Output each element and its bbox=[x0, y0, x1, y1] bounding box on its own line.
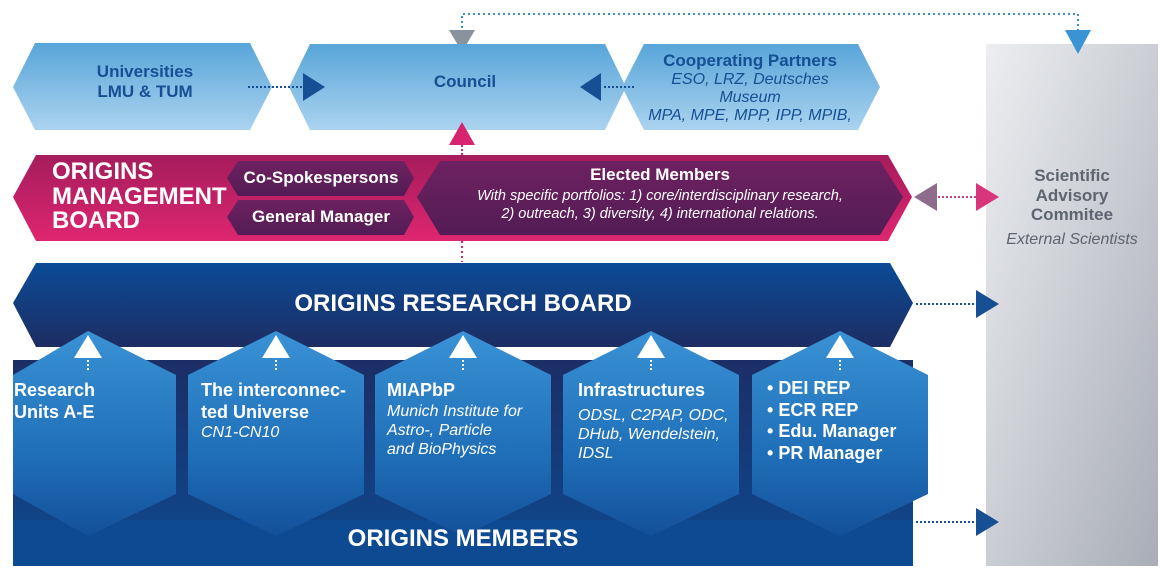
unit-hexagon bbox=[188, 331, 364, 536]
universities-subtitle: LMU & TUM bbox=[97, 81, 193, 101]
unit-hexagon bbox=[563, 331, 739, 536]
unit-hexagons bbox=[13, 331, 928, 536]
elected-members-shape bbox=[417, 161, 903, 235]
general-manager-label: General Manager bbox=[252, 207, 390, 226]
mgmt-title-line3: BOARD bbox=[52, 207, 140, 235]
members-advisory-arrow-icon bbox=[976, 508, 999, 536]
top-connector-line bbox=[461, 13, 1079, 30]
council-left-arrow-icon bbox=[303, 73, 325, 101]
unit-miapbp: MIAPbP Munich Institute for Astro-, Part… bbox=[387, 380, 522, 459]
up-arrow-icon bbox=[262, 335, 290, 358]
research-board-shape bbox=[13, 263, 913, 347]
council-title: Council bbox=[433, 72, 497, 91]
unit-representatives: • DEI REP • ECR REP • Edu. Manager • PR … bbox=[767, 378, 896, 464]
unit-infrastructures: Infrastructures ODSL, C2PAP, ODC, DHub, … bbox=[578, 380, 729, 463]
elected-members-line1: With specific portfolios: 1) core/interd… bbox=[477, 187, 843, 204]
advisory-title-line3: Commitee bbox=[1030, 205, 1114, 225]
general-manager-shape bbox=[227, 200, 414, 235]
bullet-item: • DEI REP bbox=[767, 378, 851, 398]
unit-hexagon bbox=[13, 331, 176, 536]
bullet-text: Edu. Manager bbox=[778, 421, 897, 442]
partners-title: Cooperating Partners bbox=[663, 51, 837, 70]
council-down-arrow-icon bbox=[449, 30, 475, 52]
up-arrow-icon bbox=[637, 335, 665, 358]
advisory-title-line2: Advisory bbox=[1035, 185, 1109, 205]
co-spokespersons-label: Co-Spokespersons bbox=[243, 168, 399, 187]
advisory-panel bbox=[986, 44, 1158, 566]
advisory-left-pointing-arrow-icon bbox=[976, 183, 999, 211]
unit-sub-line: Astro-, Particle bbox=[387, 421, 492, 439]
universities-label: Universities LMU & TUM bbox=[60, 62, 230, 101]
unit-title-line: Units A-E bbox=[14, 401, 95, 422]
bullet-text: DEI REP bbox=[778, 378, 851, 398]
co-spokespersons-shape bbox=[227, 161, 414, 196]
unit-sub-line: and BioPhysics bbox=[387, 440, 497, 458]
bullet-text: ECR REP bbox=[778, 399, 859, 420]
unit-sub-line: CN1-CN10 bbox=[201, 424, 280, 442]
unit-sub-line: DHub, Wendelstein, bbox=[578, 425, 720, 443]
partners-line2: MPA, MPE, MPP, IPP, MPIB, bbox=[648, 107, 852, 125]
members-title: ORIGINS MEMBERS bbox=[347, 525, 579, 552]
bullet-item: • PR Manager bbox=[767, 442, 883, 463]
council-label: Council bbox=[380, 72, 550, 92]
unit-title-line: ted Universe bbox=[201, 401, 310, 422]
up-arrow-icon bbox=[74, 335, 102, 358]
elected-members-label: Elected Members With specific portfolios… bbox=[440, 165, 880, 223]
advisory-down-arrow-icon bbox=[1065, 30, 1091, 54]
universities-title: Universities bbox=[96, 62, 194, 81]
unit-sub-line: Munich Institute for bbox=[387, 402, 523, 420]
unit-title-line: Research bbox=[14, 380, 96, 400]
unit-sub-line: ODSL, C2PAP, ODC, bbox=[578, 406, 729, 424]
advisory-subtitle: External Scientists bbox=[1006, 230, 1138, 248]
partners-shape bbox=[622, 44, 880, 130]
bullet-item: • Edu. Manager bbox=[767, 421, 897, 442]
elected-members-title: Elected Members bbox=[590, 165, 730, 184]
partners-line1: ESO, LRZ, Deutsches Museum bbox=[671, 70, 829, 106]
advisory-title-line1: Scientific bbox=[1034, 166, 1110, 185]
elected-members-line2: 2) outreach, 3) diversity, 4) internatio… bbox=[501, 206, 819, 223]
unit-sub-line: IDSL bbox=[578, 444, 614, 462]
research-advisory-arrow-icon bbox=[976, 290, 999, 318]
unit-research-units: Research Units A-E bbox=[14, 380, 95, 423]
council-shape bbox=[289, 44, 626, 130]
council-up-arrow-icon bbox=[449, 122, 475, 145]
council-right-arrow-icon bbox=[580, 73, 601, 101]
unit-interconnected-universe: The interconnec- ted Universe CN1-CN10 bbox=[201, 380, 346, 442]
unit-title-line: The interconnec- bbox=[201, 380, 347, 400]
up-arrow-icon bbox=[449, 335, 477, 358]
unit-hexagon bbox=[752, 331, 928, 536]
unit-title-line: MIAPbP bbox=[387, 380, 456, 400]
mgmt-title-line2: MANAGEMENT bbox=[52, 182, 227, 210]
mgmt-title-line1: ORIGINS bbox=[52, 158, 154, 185]
unit-title-line: Infrastructures bbox=[578, 380, 706, 400]
advisory-label: Scientific Advisory Commitee External Sc… bbox=[986, 166, 1158, 249]
up-arrow-icon bbox=[826, 335, 854, 358]
unit-hexagon bbox=[375, 331, 551, 536]
bullet-item: • ECR REP bbox=[767, 399, 859, 420]
partners-label: Cooperating Partners ESO, LRZ, Deutsches… bbox=[640, 51, 860, 126]
bullet-text: PR Manager bbox=[778, 442, 883, 463]
universities-shape bbox=[13, 43, 272, 130]
management-board-title: ORIGINS MANAGEMENT BOARD bbox=[52, 158, 227, 235]
research-board-title: ORIGINS RESEARCH BOARD bbox=[294, 290, 632, 317]
mgmt-left-arrow-icon bbox=[914, 183, 937, 211]
